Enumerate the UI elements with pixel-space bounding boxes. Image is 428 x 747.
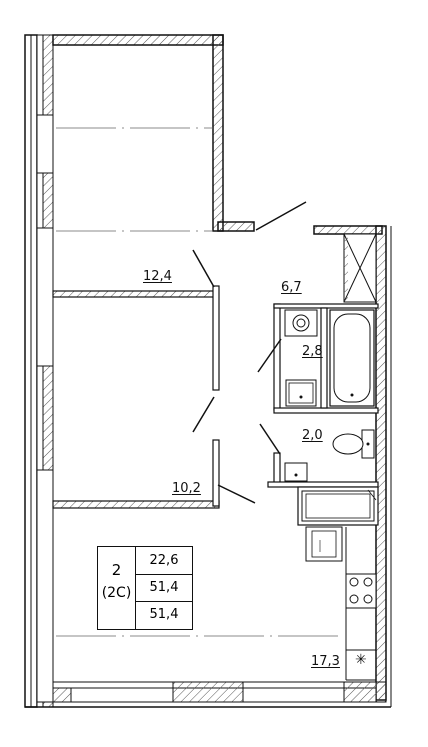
room-area-toilet: 2,0 [302, 428, 323, 443]
total-area-with-balcony: 51,4 [149, 607, 179, 622]
bathroom-sink [285, 379, 317, 407]
bottom-exterior-wall [25, 681, 391, 708]
apartment-series: (2С) [101, 585, 132, 601]
stove [345, 573, 377, 609]
room-count-cell: 2 (2С) [98, 547, 136, 629]
right-exterior-wall [375, 225, 392, 707]
built-in-cabinet [297, 486, 379, 526]
room-count: 2 [111, 561, 122, 579]
room-area-kitchen-living: 17,3 [311, 654, 340, 669]
room-area-bathroom: 2,8 [302, 344, 323, 359]
washing-machine [284, 309, 318, 337]
living-area: 22,6 [136, 547, 192, 575]
bathtub [329, 309, 375, 407]
wall-between-bedrooms [52, 249, 220, 433]
left-exterior-wall [24, 34, 54, 708]
bathroom-walls [257, 303, 379, 414]
room-area-bedroom-2: 10,2 [172, 481, 201, 496]
room-area-bedroom-1: 12,4 [143, 269, 172, 284]
ventilation-icon: ✳ [355, 652, 367, 668]
entrance-door [255, 201, 383, 235]
ventilation-shaft [343, 233, 377, 303]
lower-bedroom-wall [52, 439, 256, 509]
toilet [332, 429, 375, 459]
total-area: 51,4 [136, 574, 192, 602]
kitchen-sink [305, 526, 343, 562]
axis-lines [56, 127, 340, 637]
kitchen-counter [345, 527, 376, 681]
top-wall [52, 34, 255, 232]
toilet-sink [284, 462, 308, 482]
room-area-hallway: 6,7 [281, 280, 302, 295]
apartment-summary-table: 2 (2С) 22,6 51,4 51,4 [97, 546, 193, 630]
